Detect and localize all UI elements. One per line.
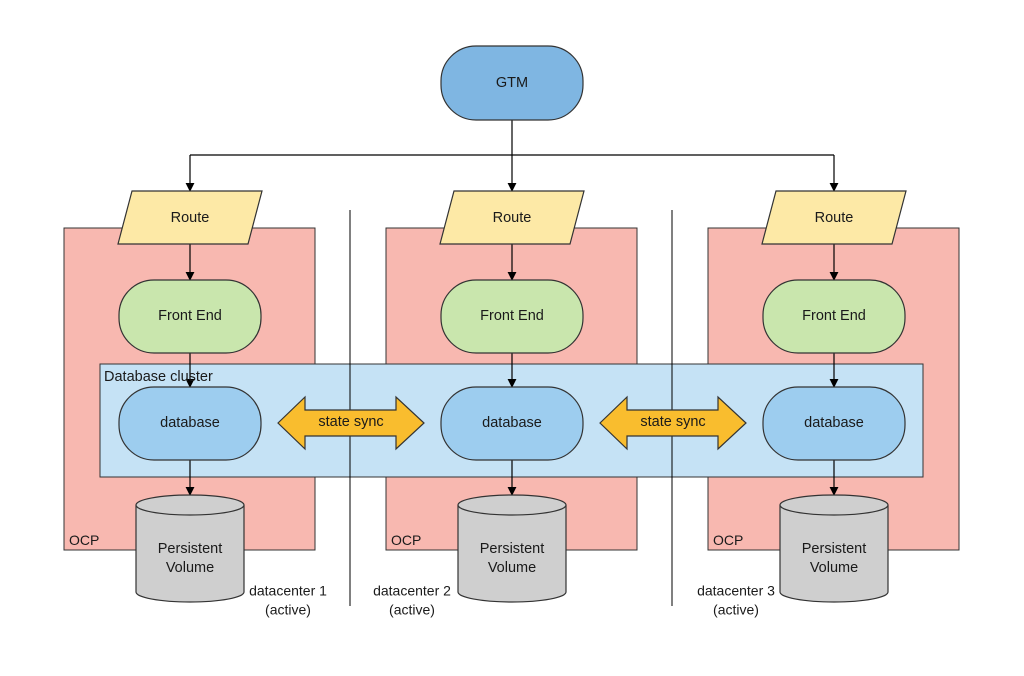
state-sync-arrow-1: state sync — [277, 395, 425, 451]
gtm-connectors — [185, 120, 839, 192]
flow-arrows — [185, 244, 839, 496]
database-cluster-label: Database cluster — [104, 369, 213, 385]
volume-label-line2-2: Volume — [488, 560, 536, 576]
route-node-3 — [761, 190, 907, 245]
ocp-label-2: OCP — [391, 532, 421, 548]
datacenter-name-1: datacenter 1 — [249, 583, 327, 599]
gtm-label: GTM — [496, 75, 528, 91]
ocp-label-3: OCP — [713, 532, 743, 548]
route-label-3: Route — [815, 210, 854, 226]
route-label-1: Route — [171, 210, 210, 226]
database-node-3 — [762, 386, 906, 461]
volume-label-line1-1: Persistent — [158, 541, 222, 557]
volume-label-line1-2: Persistent — [480, 541, 544, 557]
database-label-3: database — [804, 415, 864, 431]
front-end-node-1 — [118, 279, 262, 354]
volume-label-line2-3: Volume — [810, 560, 858, 576]
datacenter-status-1: (active) — [265, 602, 311, 618]
datacenter-3: Route Front End database Persistent Volu… — [697, 190, 907, 618]
front-end-label-1: Front End — [158, 308, 222, 324]
route-node-1 — [117, 190, 263, 245]
state-sync-arrow-2: state sync — [599, 395, 747, 451]
state-sync-label-1: state sync — [318, 414, 383, 430]
persistent-volume-2 — [457, 494, 567, 603]
datacenter-status-3: (active) — [713, 602, 759, 618]
route-label-2: Route — [493, 210, 532, 226]
datacenter-status-2: (active) — [389, 602, 435, 618]
database-node-1 — [118, 386, 262, 461]
volume-label-line2-1: Volume — [166, 560, 214, 576]
database-label-2: database — [482, 415, 542, 431]
datacenter-2: Route Front End database Persistent Volu… — [373, 190, 585, 618]
front-end-node-2 — [440, 279, 584, 354]
front-end-label-3: Front End — [802, 308, 866, 324]
datacenter-name-3: datacenter 3 — [697, 583, 775, 599]
database-label-1: database — [160, 415, 220, 431]
ocp-label-1: OCP — [69, 532, 99, 548]
volume-label-line1-3: Persistent — [802, 541, 866, 557]
gtm-node: GTM — [440, 45, 584, 121]
state-sync-label-2: state sync — [640, 414, 705, 430]
datacenter-1: Route Front End database Persistent Volu… — [69, 190, 327, 618]
route-node-2 — [439, 190, 585, 245]
datacenter-name-2: datacenter 2 — [373, 583, 451, 599]
front-end-label-2: Front End — [480, 308, 544, 324]
persistent-volume-1 — [135, 494, 245, 603]
front-end-node-3 — [762, 279, 906, 354]
database-node-2 — [440, 386, 584, 461]
persistent-volume-3 — [779, 494, 889, 603]
